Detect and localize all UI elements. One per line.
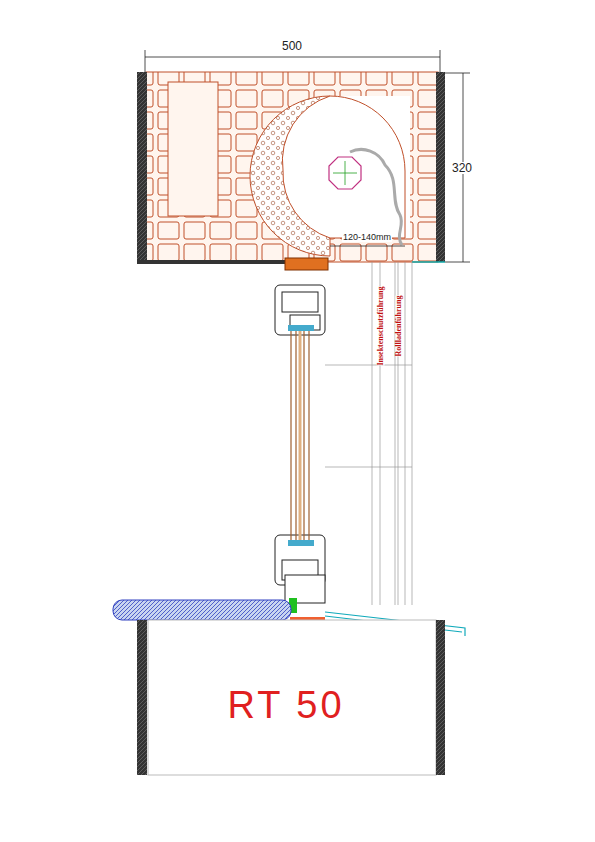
dimension-label: 120-140mm <box>342 233 392 242</box>
dimension-label: 500 <box>282 40 302 52</box>
guide-label: Insektenschutzführung <box>377 286 385 365</box>
dimension-label: 320 <box>452 162 472 174</box>
product-label: RT 50 <box>227 686 344 724</box>
guide-label: Rollladenführung <box>395 296 403 357</box>
